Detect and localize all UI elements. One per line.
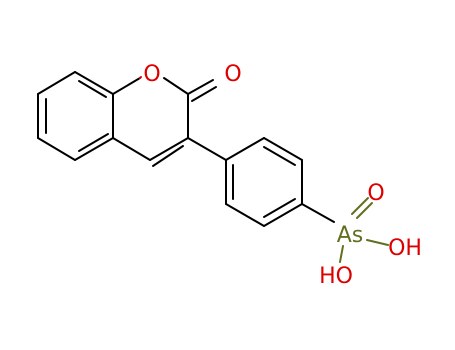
- carbonyl-oxygen-label: O: [224, 62, 241, 87]
- arsonic-acid-bonds: [301, 197, 389, 263]
- arsenic-label: As: [337, 223, 364, 248]
- hydroxyl-right-label: OH: [388, 236, 422, 261]
- benzene-ring-left: [37, 71, 114, 161]
- pyranone-ring: [112, 76, 217, 167]
- aryl-bridge: [187, 137, 227, 161]
- hydroxyl-bottom-label: HO: [319, 264, 353, 289]
- arsenic-oxo-label: O: [367, 181, 384, 206]
- ring-oxygen-label: O: [143, 62, 160, 87]
- benzene-ring-right: [225, 137, 303, 227]
